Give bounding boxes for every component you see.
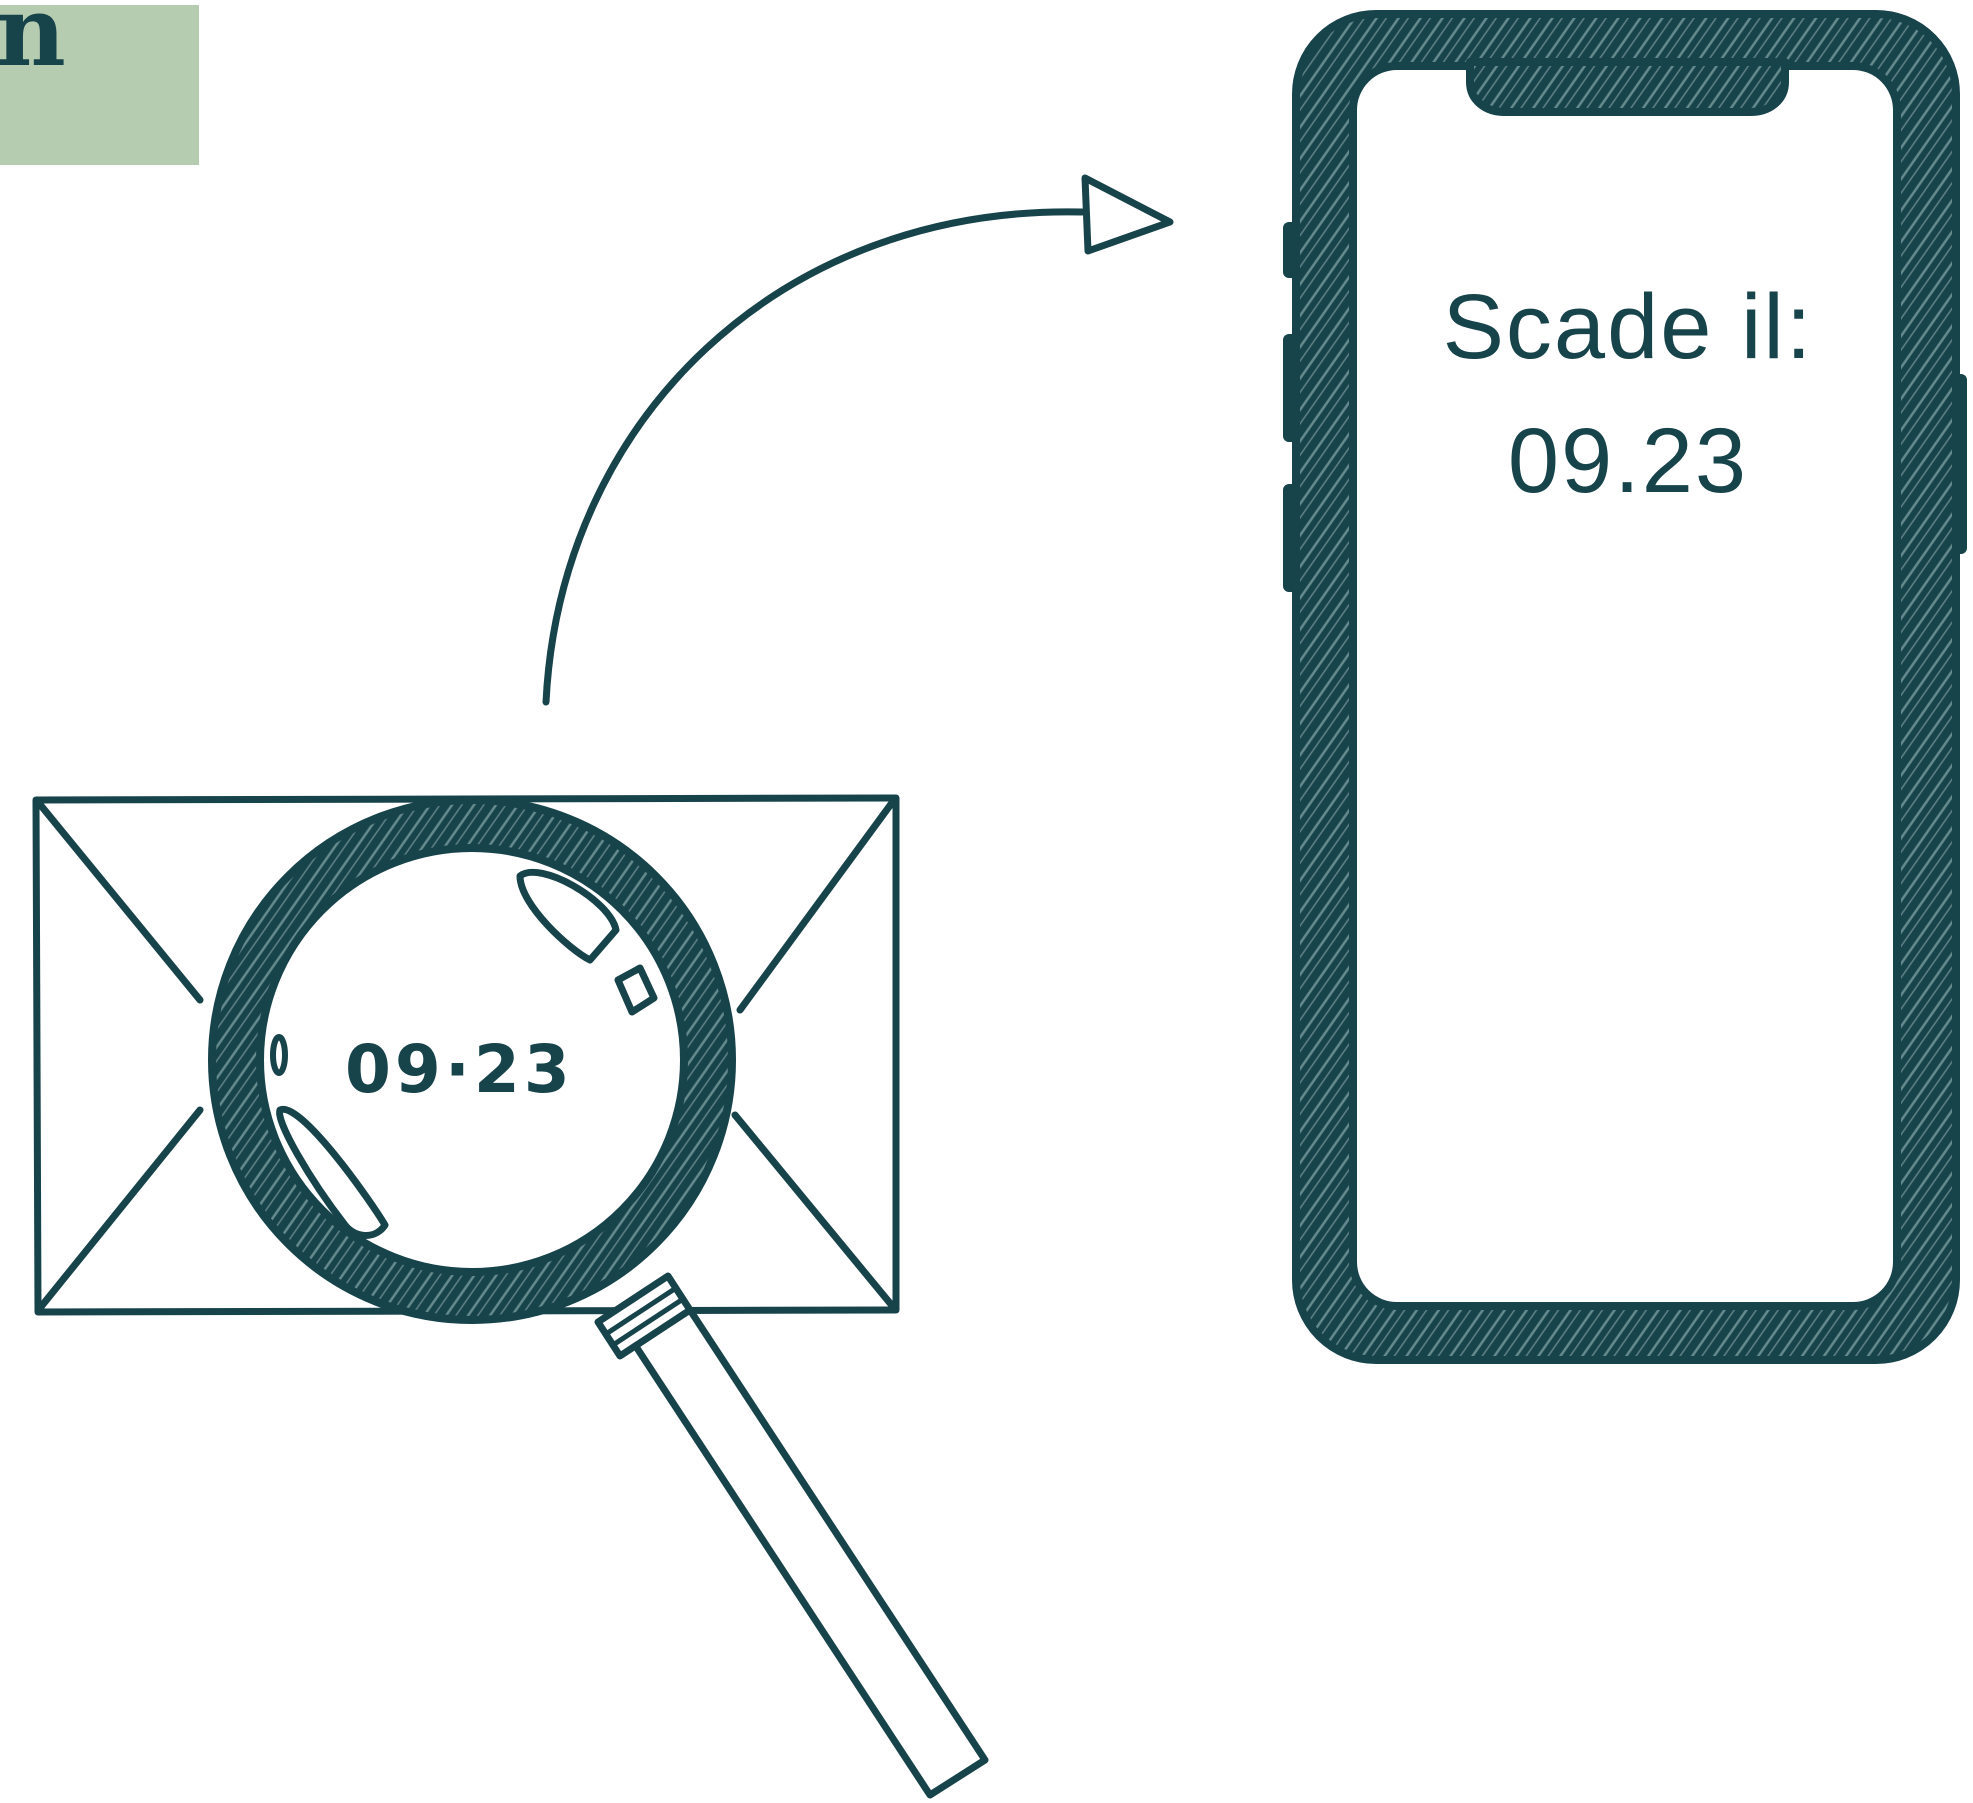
corner-glyph: n [0, 0, 66, 88]
envelope-flap-right [740, 800, 894, 1010]
envelope-fold-right [735, 1115, 894, 1308]
magnifying-glass-icon: 09·23 [212, 800, 985, 1795]
arrow-head [1085, 178, 1170, 251]
curved-arrow-icon [546, 178, 1170, 702]
envelope-fold-left [40, 1110, 200, 1308]
phone-screen [1353, 66, 1897, 1306]
phone-screen-date: 09.23 [1508, 410, 1748, 512]
smartphone-icon: Scade il: 09.23 [1283, 14, 1967, 1360]
phone-screen-label: Scade il: [1443, 276, 1814, 378]
envelope-flap-left [38, 802, 200, 1000]
handwritten-date: 09·23 [345, 1031, 574, 1108]
corner-block: n [0, 0, 199, 165]
arrow-shaft [546, 212, 1082, 702]
phone-notch [1470, 62, 1785, 112]
magnifier-handle [635, 1310, 985, 1795]
